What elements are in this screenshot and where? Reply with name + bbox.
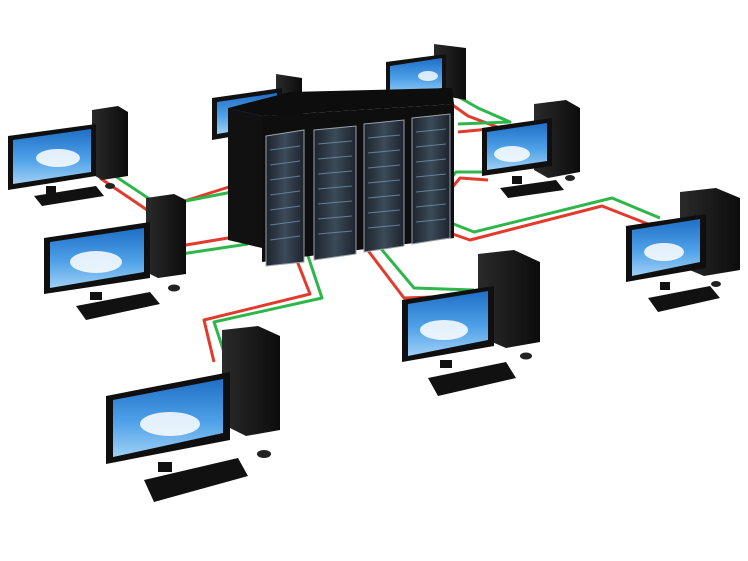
tower-bottom-left bbox=[222, 326, 280, 436]
server-rack-unit-3 bbox=[363, 119, 405, 253]
workstation-left-middle bbox=[44, 194, 186, 320]
workstation-left-top bbox=[8, 106, 128, 206]
tower-left-top bbox=[92, 106, 128, 180]
mouse-right-top bbox=[565, 175, 575, 181]
workstation-bottom-left bbox=[106, 326, 280, 502]
mouse-left-middle bbox=[168, 284, 180, 292]
cable-red-bottom-left bbox=[202, 247, 312, 363]
cable-green-back-right bbox=[449, 90, 512, 126]
keyboard-right-top bbox=[500, 180, 564, 198]
tower-left-middle bbox=[146, 194, 186, 278]
cable-red-right-top bbox=[448, 176, 489, 191]
server-rack-unit-2 bbox=[313, 125, 357, 261]
server-rack-body bbox=[228, 108, 262, 248]
mouse-left-top bbox=[105, 183, 115, 189]
screen-back-right bbox=[390, 58, 442, 96]
keyboard-bottom-left bbox=[144, 458, 248, 502]
workstation-right-middle bbox=[626, 188, 740, 312]
server-rack-unit-1 bbox=[265, 129, 305, 267]
workstation-bottom-center bbox=[402, 250, 540, 396]
cable-green-bottom-center bbox=[370, 237, 475, 292]
keyboard-right-middle bbox=[648, 286, 720, 312]
workstation-right-top bbox=[482, 100, 580, 198]
keyboard-bottom-center bbox=[428, 362, 516, 396]
mouse-bottom-left bbox=[257, 450, 271, 458]
mouse-right-middle bbox=[711, 281, 721, 287]
keyboard-left-top bbox=[34, 186, 104, 206]
mouse-bottom-center bbox=[520, 352, 532, 360]
server-rack-unit-4 bbox=[411, 113, 451, 245]
server-rack bbox=[228, 88, 454, 267]
server-rack-top bbox=[228, 88, 454, 116]
workstation-back-right bbox=[386, 44, 466, 100]
cable-green-bottom-left bbox=[212, 249, 324, 359]
keyboard-left-middle bbox=[76, 292, 160, 320]
